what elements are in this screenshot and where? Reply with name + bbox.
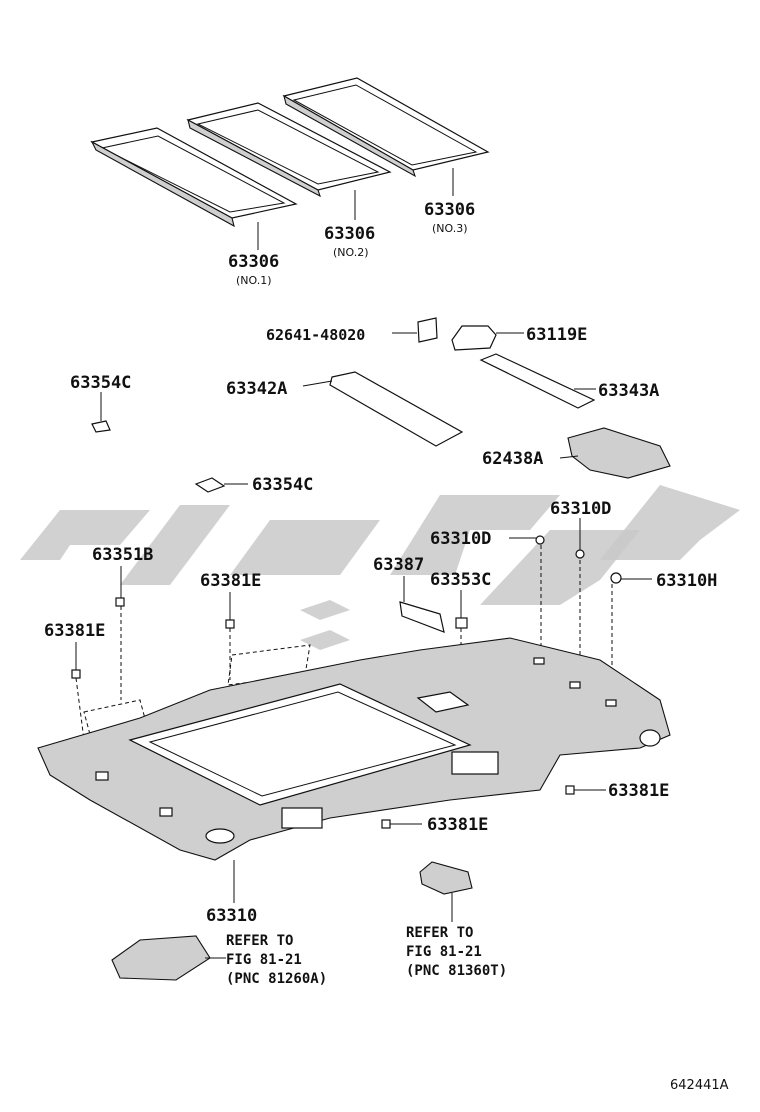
leader-p9 (559, 455, 579, 459)
sunshade-panel-2 (186, 102, 392, 198)
label-p12: 63310D (550, 499, 611, 519)
part-62438a (567, 427, 671, 479)
clip-63310d-a (509, 535, 545, 660)
clip-63381e-left (71, 642, 85, 741)
part-63119e (451, 325, 497, 351)
label-p14: 63381E (200, 571, 261, 591)
document-code: 642441A (670, 1078, 729, 1093)
label-p9: 62438A (482, 449, 543, 469)
label-p1-number: 63306 (228, 252, 279, 272)
label-p16: 63353C (430, 570, 491, 590)
label-p5: 63119E (526, 325, 587, 345)
label-p2-number: 63306 (324, 224, 375, 244)
part-63342a (329, 371, 464, 447)
headliner (37, 637, 671, 861)
label-p13: 63351B (92, 545, 153, 565)
ref-2-line3: (PNC 81360T) (406, 963, 507, 979)
lamp-81360t (419, 861, 473, 922)
label-p19: 63381E (608, 781, 669, 801)
label-p4: 62641-48020 (266, 326, 365, 344)
clip-63351b (115, 566, 125, 700)
leader-p7 (302, 380, 333, 387)
ref-2-line2: FIG 81-21 (406, 944, 482, 960)
clip-63310d-b (575, 518, 585, 685)
part-63343a (479, 353, 596, 409)
ref-2-line1: REFER TO (406, 925, 473, 941)
label-p1-note: (NO.1) (236, 274, 272, 287)
part-62641-48020 (417, 317, 438, 343)
guide-box-left (83, 699, 149, 743)
part-63354c-a (91, 420, 111, 433)
part-63354c-b (194, 477, 226, 493)
lamp-81260a (111, 935, 226, 981)
part-63387 (399, 576, 445, 633)
sunshade-panel-3 (282, 77, 490, 178)
guide-box-top (227, 644, 311, 686)
clip-63381e-bottom (381, 819, 422, 829)
label-p8: 63343A (598, 381, 659, 401)
clip-63310h (610, 572, 652, 700)
label-p3-number: 63306 (424, 200, 475, 220)
label-p6: 63354C (70, 373, 131, 393)
ref-1-line3: (PNC 81260A) (226, 971, 327, 987)
label-p21: 63310 (206, 906, 257, 926)
label-p7: 63342A (226, 379, 287, 399)
watermark-logo (20, 485, 740, 650)
label-p15: 63387 (373, 555, 424, 575)
label-p18: 63381E (44, 621, 105, 641)
ref-1-line1: REFER TO (226, 933, 293, 949)
label-p3-note: (NO.3) (432, 222, 468, 235)
label-p10: 63354C (252, 475, 313, 495)
label-p17: 63310H (656, 571, 717, 591)
label-p2-note: (NO.2) (333, 246, 369, 259)
label-p11: 63310D (430, 529, 491, 549)
label-p20: 63381E (427, 815, 488, 835)
ref-1-line2: FIG 81-21 (226, 952, 302, 968)
sunshade-panel-1 (90, 127, 298, 228)
clip-63381e-right (565, 785, 606, 795)
clip-63381e-top (225, 592, 235, 680)
